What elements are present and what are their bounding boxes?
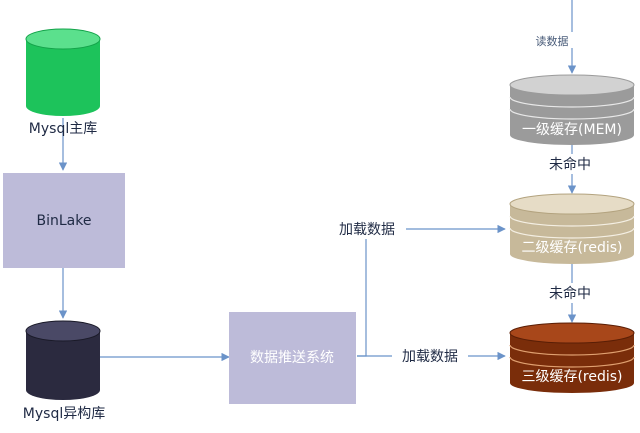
mysql-master-db [25,28,101,116]
mysql-hetero-db [25,320,101,400]
cache-l3-label: 三级缓存(redis) [521,369,622,385]
miss-label-2: 未命中 [549,285,591,302]
miss-label-1: 未命中 [549,156,591,173]
binlake-box [3,173,125,268]
load-data-label-2: 加载数据 [402,349,458,365]
mysql-hetero-label: Mysql异构库 [23,406,105,422]
mysql-master-label: Mysql主库 [29,121,97,137]
binlake-label: BinLake [37,213,92,229]
cache-l3 [509,322,635,393]
load-data-label-1: 加载数据 [339,222,395,238]
cache-l1-label: 一级缓存(MEM) [522,122,622,138]
cache-l2-label: 二级缓存(redis) [521,240,622,256]
cache-l2 [509,193,635,264]
push-system-box [229,312,356,404]
database-icon [26,321,100,400]
cache-l1 [509,74,635,145]
read-data-label: 读数据 [536,34,569,48]
database-icon [26,29,100,116]
push-system-label: 数据推送系统 [250,350,334,366]
edge-push-to-l2 [357,224,506,357]
